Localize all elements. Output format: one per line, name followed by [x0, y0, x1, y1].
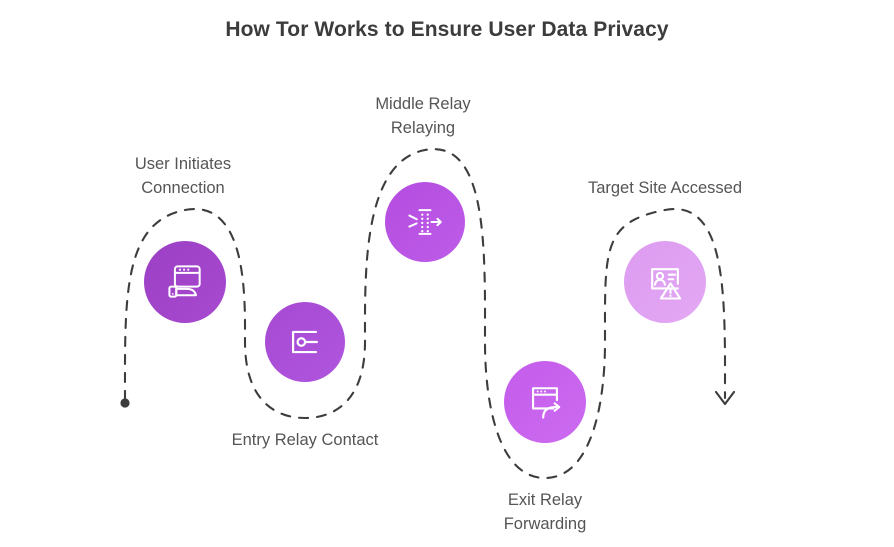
step-2-label: Entry Relay Contact — [231, 431, 379, 449]
step-1-label: User Initiates Connection — [134, 155, 232, 197]
step-1-circle[interactable] — [144, 241, 226, 323]
path-end-arrow — [714, 390, 736, 406]
path-start-dot — [120, 398, 130, 408]
step-node-3[interactable] — [385, 182, 465, 262]
relay-node-card-icon — [291, 330, 319, 354]
browser-window-hand-icon — [168, 265, 201, 298]
step-node-1[interactable] — [144, 241, 226, 323]
page-title: How Tor Works to Ensure User Data Privac… — [225, 18, 669, 41]
step-node-4[interactable] — [504, 361, 586, 443]
step-node-5[interactable] — [624, 241, 706, 323]
step-5-circle[interactable] — [624, 241, 706, 323]
browser-forward-arrow-icon — [532, 387, 561, 419]
dotted-barrier-arrow-icon — [408, 209, 442, 235]
step-3-label: Middle Relay Relaying — [375, 95, 471, 137]
id-card-warning-icon — [651, 268, 682, 300]
step-4-circle[interactable] — [504, 361, 586, 443]
step-4-label: Exit Relay Forwarding — [503, 491, 587, 533]
step-3-circle[interactable] — [385, 182, 465, 262]
step-2-circle[interactable] — [265, 302, 345, 382]
step-5-label: Target Site Accessed — [587, 179, 743, 197]
step-node-2[interactable] — [265, 302, 345, 382]
